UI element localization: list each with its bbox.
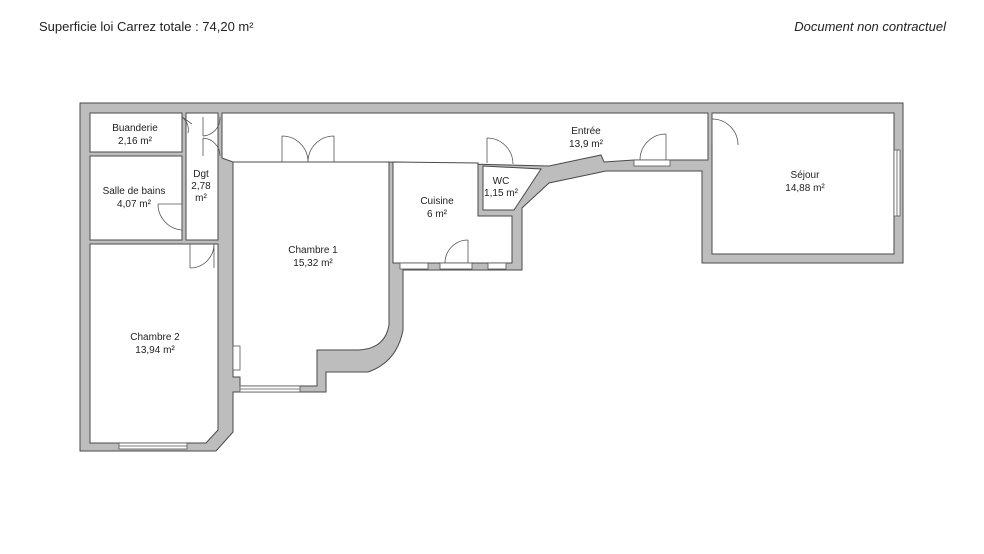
window-chambre1-side xyxy=(232,345,241,371)
label-dgt-area-2: m² xyxy=(195,193,207,204)
floor-dgt xyxy=(185,112,219,241)
room-floors xyxy=(89,112,895,444)
window-cuisine-2 xyxy=(439,262,473,270)
door-cuisine xyxy=(444,239,469,264)
floor-salle-de-bains xyxy=(89,155,183,241)
label-sdb-area: 4,07 m² xyxy=(117,199,152,210)
door-buanderie xyxy=(181,116,193,134)
door-dgt-entree xyxy=(202,116,221,157)
door-chambre2 xyxy=(189,243,215,269)
door-wc xyxy=(486,137,514,165)
floor-sejour xyxy=(711,112,895,255)
windows xyxy=(118,149,901,450)
floor-wc xyxy=(482,165,542,211)
label-sejour-name: Séjour xyxy=(791,170,821,181)
door-salle-de-bains xyxy=(157,203,183,231)
window-entree xyxy=(633,159,671,167)
label-chambre2-name: Chambre 2 xyxy=(130,332,180,343)
window-cuisine-1 xyxy=(399,262,429,270)
label-cuisine-area: 6 m² xyxy=(427,209,448,220)
floor-chambre2 xyxy=(89,243,219,444)
door-sejour xyxy=(711,118,739,146)
label-sejour-area: 14,88 m² xyxy=(785,183,825,194)
label-dgt-name: Dgt xyxy=(193,169,209,180)
floor-buanderie xyxy=(89,112,183,153)
label-chambre2-area: 13,94 m² xyxy=(135,345,175,356)
floor-entree-corridor xyxy=(221,112,709,167)
label-wc-area: 1,15 m² xyxy=(484,188,519,199)
label-entree-area: 13,9 m² xyxy=(569,139,604,150)
disclaimer-label: Document non contractuel xyxy=(794,19,946,34)
door-entree xyxy=(639,133,667,161)
label-chambre1-name: Chambre 1 xyxy=(288,245,338,256)
label-buanderie-name: Buanderie xyxy=(112,123,158,134)
label-chambre1-area: 15,32 m² xyxy=(293,258,333,269)
label-cuisine-name: Cuisine xyxy=(420,196,454,207)
window-cuisine-3 xyxy=(487,262,507,270)
label-wc-name: WC xyxy=(493,176,510,187)
total-area-label: Superficie loi Carrez totale : 74,20 m² xyxy=(39,19,254,34)
door-swings xyxy=(157,116,739,269)
label-entree-name: Entrée xyxy=(571,126,601,137)
floor-cuisine xyxy=(392,161,513,264)
label-dgt-area-1: 2,78 xyxy=(191,181,211,192)
room-labels: Buanderie 2,16 m² Salle de bains 4,07 m²… xyxy=(103,123,826,356)
label-sdb-name: Salle de bains xyxy=(103,186,166,197)
label-buanderie-area: 2,16 m² xyxy=(118,136,153,147)
door-chambre1 xyxy=(281,135,335,163)
